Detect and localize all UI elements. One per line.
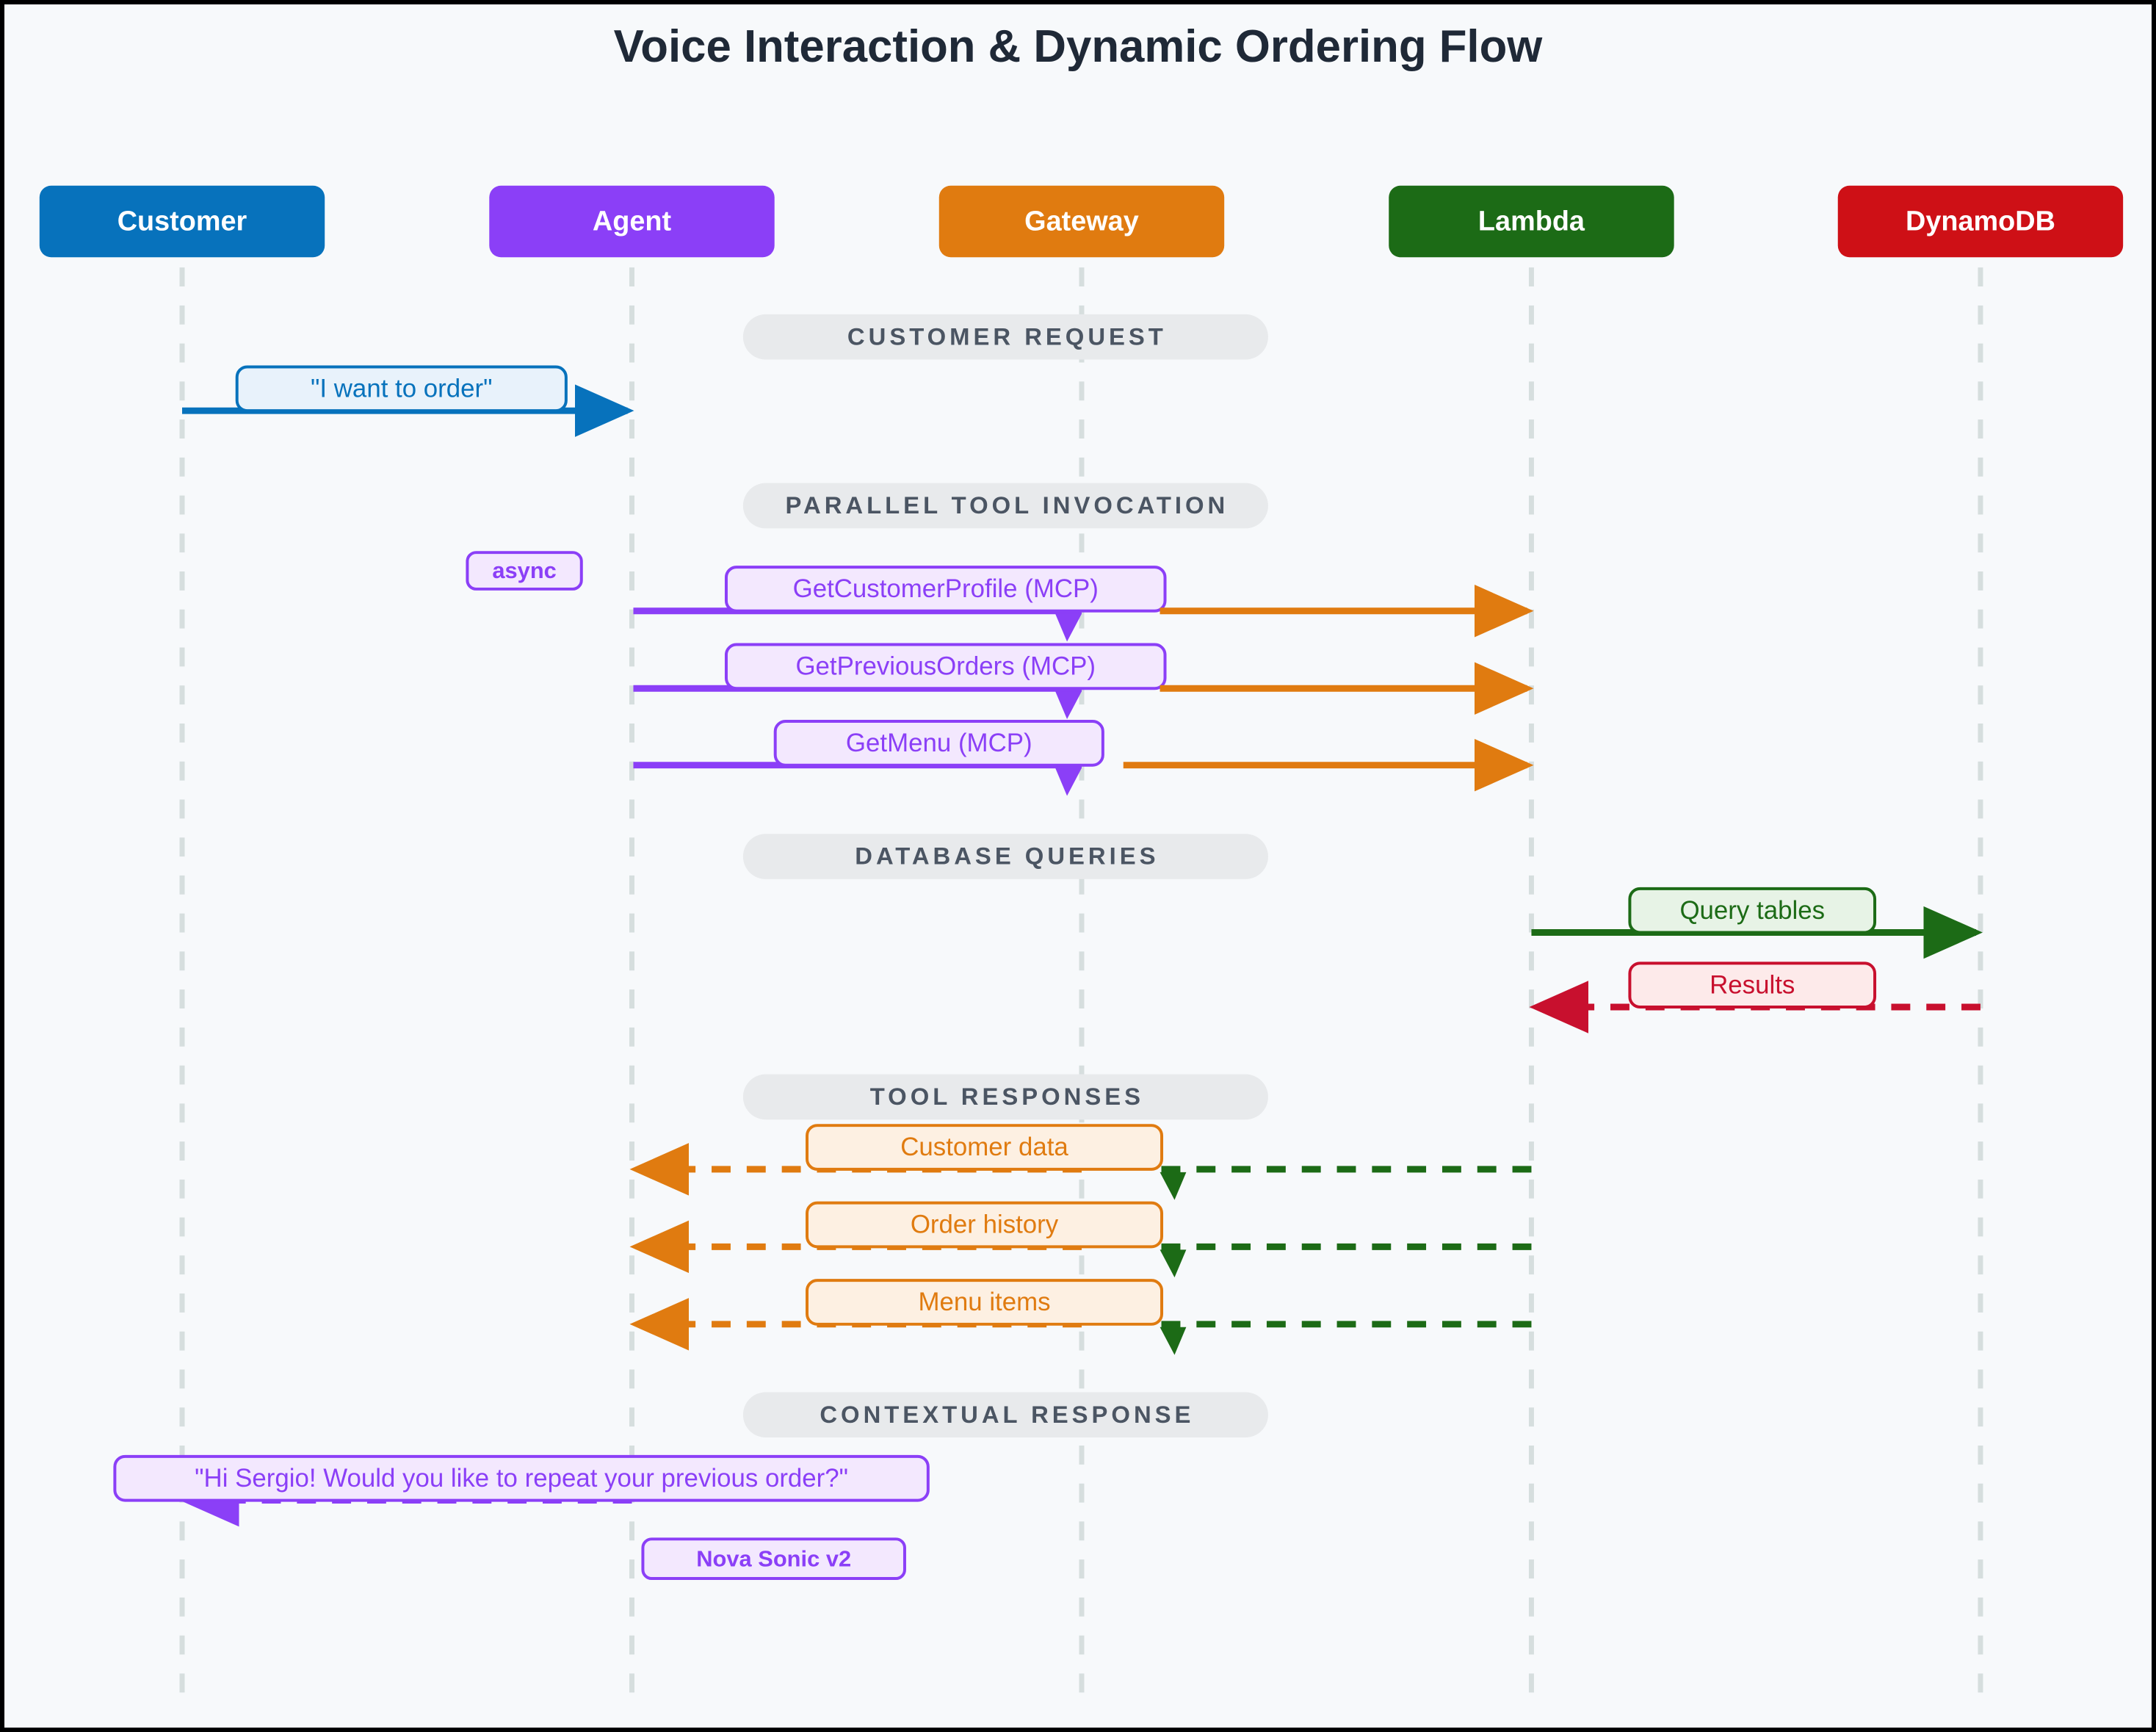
section-label: CUSTOMER REQUEST (847, 322, 1167, 350)
message-arrowhead (1055, 691, 1082, 720)
msg-getpreviousorders: GetPreviousOrders (MCP) (633, 643, 1167, 720)
message-arrowhead (1160, 1249, 1187, 1278)
msg-getcustomerprofile: GetCustomerProfile (MCP) (633, 566, 1167, 642)
section-divider-tool-responses: TOOL RESPONSES (742, 1074, 1268, 1120)
participant-box-customer[interactable] (39, 185, 325, 258)
message-arrowhead (1160, 1172, 1187, 1200)
message-label-box (113, 1454, 930, 1502)
participant-box-lambda[interactable] (1389, 185, 1674, 258)
message-label-box (1628, 961, 1877, 1009)
participant-label-agent: Agent (593, 206, 672, 237)
msg-menu-items: Menu items (629, 1279, 1164, 1351)
message-label: Menu items (918, 1288, 1050, 1316)
section-dividers-layer: CUSTOMER REQUEST PARALLEL TOOL INVOCATION… (742, 314, 1268, 1438)
participant-box-dynamodb[interactable] (1837, 185, 2124, 258)
section-divider-database-queries: DATABASE QUERIES (742, 834, 1268, 879)
section-divider-contextual-response: CONTEXTUAL RESPONSE (742, 1392, 1268, 1438)
section-pill (742, 834, 1268, 879)
participant-lambda[interactable]: Lambda (1389, 185, 1674, 258)
section-label: TOOL RESPONSES (870, 1083, 1144, 1110)
participant-agent[interactable]: Agent (489, 185, 775, 258)
msg-query-tables: Query tables (1531, 887, 1983, 959)
message-label: Order history (911, 1210, 1059, 1239)
message-label: GetCustomerProfile (MCP) (793, 574, 1099, 603)
message-label-box (235, 365, 568, 413)
participant-customer[interactable]: Customer (39, 185, 325, 258)
section-label: PARALLEL TOOL INVOCATION (786, 491, 1229, 519)
message-label-box (806, 1201, 1164, 1249)
message-label: "Hi Sergio! Would you like to repeat you… (195, 1464, 848, 1493)
section-label: CONTEXTUAL RESPONSE (820, 1401, 1194, 1428)
participant-box-gateway[interactable] (938, 185, 1225, 258)
section-pill (742, 1392, 1268, 1438)
message-label: Customer data (900, 1133, 1068, 1161)
note-async: async (466, 551, 583, 591)
msg-i-want-to-order: "I want to order" (182, 365, 634, 437)
message-arrowhead (1055, 613, 1082, 642)
participant-label-gateway: Gateway (1024, 206, 1139, 237)
message-label-box (1628, 887, 1877, 934)
message-arrowhead (1160, 1327, 1187, 1355)
message-arrowhead (1055, 768, 1082, 796)
message-label: "I want to order" (311, 375, 492, 403)
diagram-svg: Voice Interaction & Dynamic Ordering Flo… (4, 4, 2152, 1728)
note-box (466, 551, 583, 591)
participant-gateway[interactable]: Gateway (938, 185, 1225, 258)
participant-box-agent[interactable] (489, 185, 775, 258)
section-divider-parallel-tool-invocation: PARALLEL TOOL INVOCATION (742, 483, 1268, 529)
message-label-box (806, 1279, 1164, 1326)
note-box (641, 1537, 906, 1581)
message-label-box (806, 1124, 1164, 1171)
msg-lambda-to-gw-2 (1160, 1243, 1532, 1278)
participant-label-lambda: Lambda (1478, 206, 1585, 237)
section-label: DATABASE QUERIES (855, 842, 1159, 870)
msg-getmenu: GetMenu (MCP) (633, 720, 1104, 796)
page-title: Voice Interaction & Dynamic Ordering Flo… (614, 21, 1544, 72)
participant-dynamodb[interactable]: DynamoDB (1837, 185, 2124, 258)
message-label: Query tables (1679, 896, 1825, 925)
section-divider-customer-request: CUSTOMER REQUEST (742, 314, 1268, 360)
msg-greeting: "Hi Sergio! Would you like to repeat you… (113, 1454, 930, 1527)
section-pill (742, 483, 1268, 529)
participant-label-dynamodb: DynamoDB (1906, 206, 2055, 237)
msg-results: Results (1529, 961, 1980, 1033)
section-pill (742, 1074, 1268, 1120)
msg-order-history: Order history (629, 1201, 1164, 1274)
msg-lambda-to-gw-3 (1160, 1321, 1532, 1355)
note-label: async (492, 558, 557, 583)
participant-headers-layer: Customer Agent Gateway Lambda DynamoDB (39, 185, 2124, 258)
note-label: Nova Sonic v2 (696, 1545, 851, 1571)
msg-customer-data: Customer data (629, 1124, 1164, 1196)
msg-lambda-to-gw-1 (1160, 1166, 1532, 1200)
message-label: Results (1710, 970, 1795, 999)
message-label: GetMenu (MCP) (846, 729, 1032, 757)
message-label-box (724, 566, 1167, 613)
message-label-box (773, 720, 1104, 767)
messages-layer: "I want to order" GetCustomerProfile (MCP… (113, 365, 1983, 1527)
note-nova-sonic: Nova Sonic v2 (641, 1537, 906, 1581)
participant-label-customer: Customer (117, 206, 247, 237)
message-label: GetPreviousOrders (MCP) (795, 652, 1096, 681)
message-label-box (724, 643, 1167, 690)
section-pill (742, 314, 1268, 360)
